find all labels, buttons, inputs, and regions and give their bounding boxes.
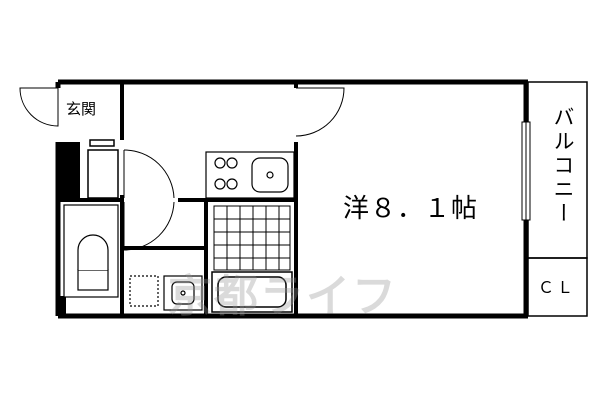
window [521, 121, 531, 221]
kitchen-counter [205, 151, 295, 199]
watermark: 京都ライフ [168, 271, 398, 322]
wall-fill [58, 142, 80, 316]
closet-label: ＣＬ [538, 278, 577, 297]
bath-floor-grid [213, 205, 291, 271]
bathtub [211, 271, 293, 313]
washbasin [129, 275, 203, 311]
balcony-label: バルコニー [551, 106, 575, 226]
entrance-area [19, 87, 119, 199]
door-swings [123, 87, 345, 251]
entrance-label: 玄関 [66, 100, 97, 118]
toilet-room [63, 204, 119, 298]
room-label: 洋８．１帖 [343, 194, 479, 224]
